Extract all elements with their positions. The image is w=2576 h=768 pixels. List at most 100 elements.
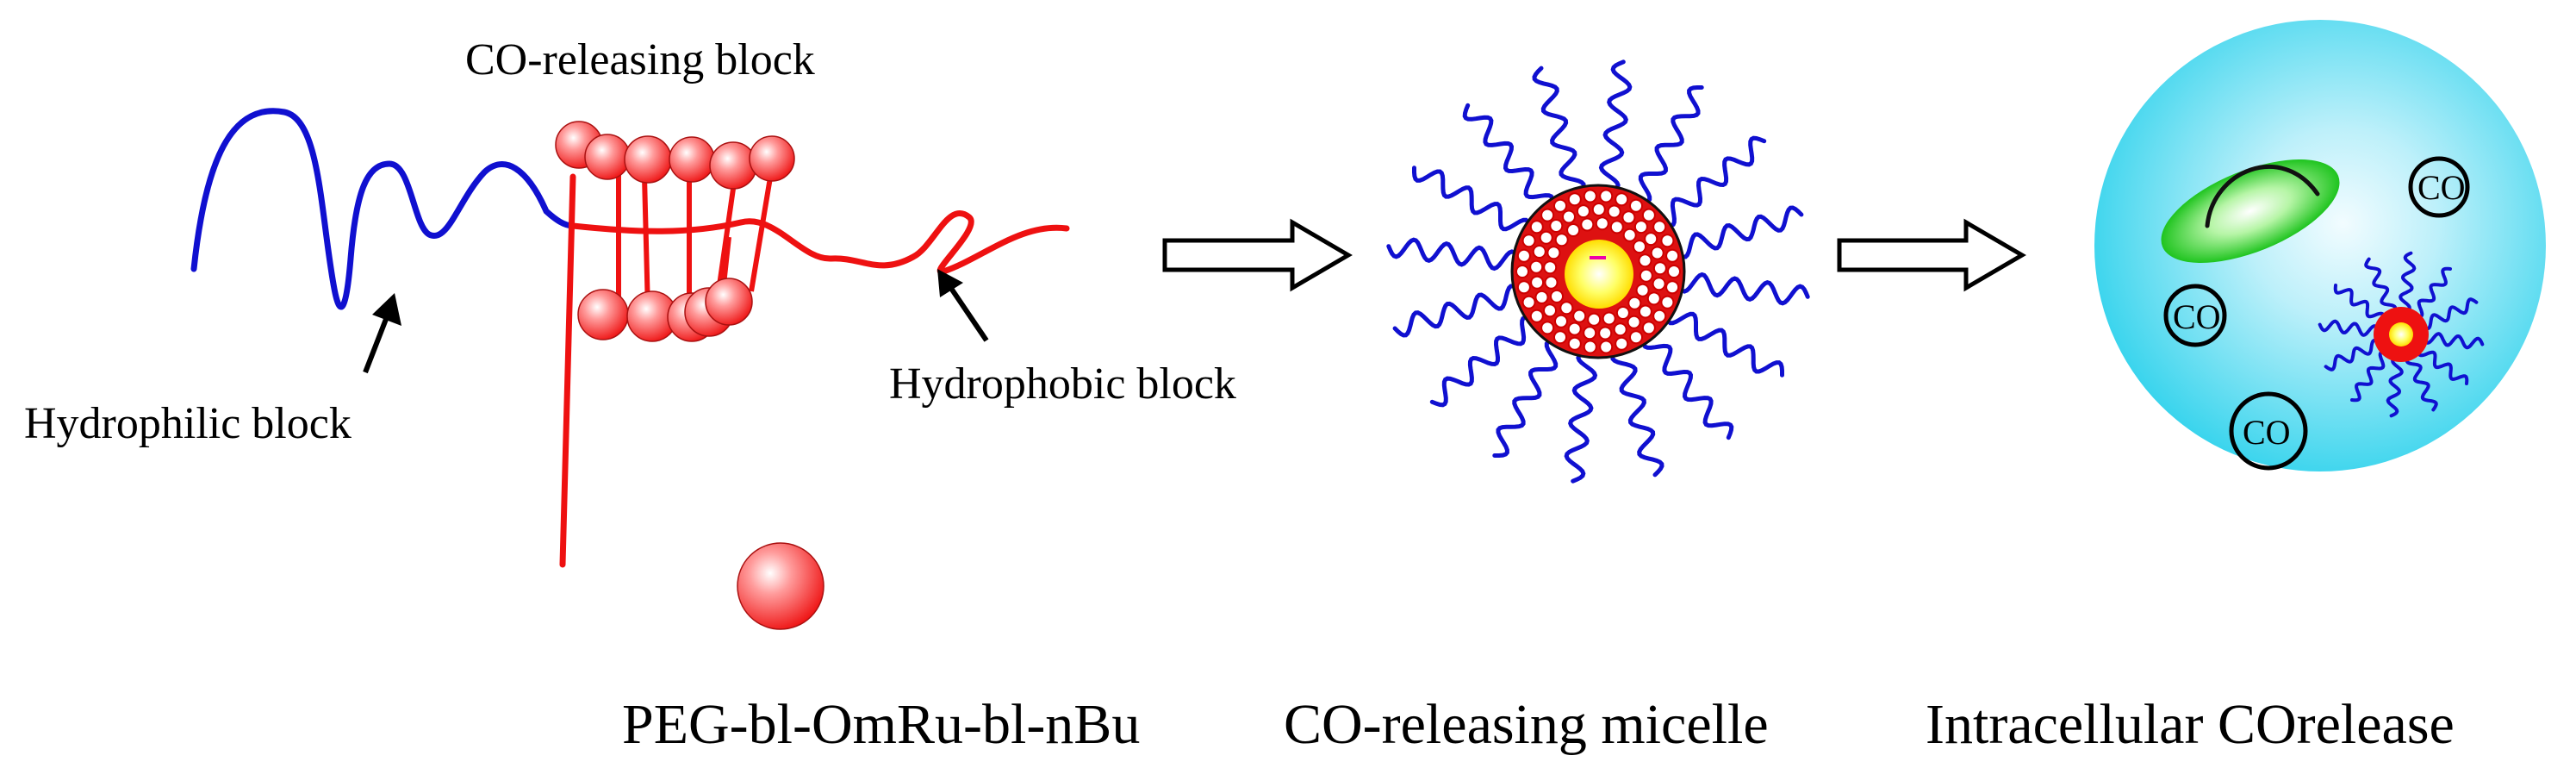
ru-bead <box>1591 203 1606 216</box>
peg-chain <box>2318 319 2381 337</box>
co-bubble-label: CO <box>2243 413 2291 452</box>
hydrophobic-block-label: Hydrophobic block <box>889 359 1236 409</box>
process-arrow-2 <box>1837 218 2026 292</box>
ru-bead <box>1665 280 1680 295</box>
ru-bead <box>1599 340 1614 354</box>
ru-bead <box>1635 283 1650 297</box>
peg-chain <box>2386 354 2404 418</box>
peg-chain <box>1532 66 1586 197</box>
ru-bead <box>1583 189 1597 203</box>
ru-bead <box>1652 220 1667 234</box>
ru-bead <box>1638 304 1652 319</box>
co-ball-legend <box>737 542 824 630</box>
mini-micelle-core <box>2389 322 2413 347</box>
ru-bead <box>1539 230 1553 245</box>
peg-chain <box>2399 251 2417 315</box>
co-bubble-label: CO <box>2417 168 2466 207</box>
ru-bead <box>1622 228 1637 242</box>
co-bubble-label: CO <box>2173 297 2221 336</box>
peg-chain <box>2417 346 2469 385</box>
peg-chain <box>2405 353 2438 412</box>
ru-bead <box>1554 314 1568 328</box>
ru-bead <box>1639 268 1653 283</box>
ru-bead <box>1583 326 1597 340</box>
hydrophilic-block-label: Hydrophilic block <box>24 399 352 448</box>
ru-bead <box>1554 233 1569 247</box>
ru-bead <box>1644 232 1658 247</box>
ru-bead <box>1529 259 1544 274</box>
micelle-caption: CO-releasing micelle <box>1284 693 1769 756</box>
ru-bead <box>1567 192 1582 207</box>
ru-bead <box>1529 220 1544 234</box>
peg-chain <box>1462 103 1555 212</box>
micelle-panel <box>1386 59 1810 484</box>
peg-chain <box>2421 332 2485 350</box>
ru-bead <box>1613 322 1627 337</box>
ru-bead <box>1550 289 1564 303</box>
ru-bead <box>1650 246 1664 260</box>
cell-caption: Intracellular COrelease <box>1926 693 2455 756</box>
peg-chain <box>1429 315 1539 408</box>
co-releasing-ligands <box>616 168 774 311</box>
ru-bead <box>1559 301 1574 315</box>
peg-chain <box>1386 237 1522 272</box>
ru-bead <box>1595 216 1609 231</box>
ru-bead <box>1529 309 1544 323</box>
ru-bead <box>1660 295 1675 309</box>
hydrophilic-chain <box>190 108 576 310</box>
ru-bead <box>1567 336 1582 351</box>
co-bubble <box>2229 391 2308 471</box>
ru-bead <box>1515 265 1529 278</box>
ru-bead <box>1638 253 1652 268</box>
organelle <box>2161 159 2340 263</box>
ru-bead <box>1562 209 1576 224</box>
ru-bead <box>1534 290 1549 304</box>
cell-panel: CO CO CO <box>2094 20 2546 471</box>
micelle-corona <box>1386 59 1810 484</box>
ru-bead <box>1530 275 1545 290</box>
hydrophilic-pointer-arrow <box>363 293 401 374</box>
ru-bead <box>1543 303 1557 318</box>
hydrophobic-pointer-arrow <box>937 269 989 342</box>
ru-bead <box>1543 260 1558 275</box>
ru-bead <box>1629 330 1643 345</box>
ru-bead <box>1633 220 1648 234</box>
ru-bead <box>1621 210 1636 225</box>
ru-bead <box>1553 330 1567 345</box>
peg-chain <box>1672 205 1804 259</box>
ru-bead <box>1602 311 1616 326</box>
organelle-arc <box>2205 165 2320 228</box>
mini-micelle-corona <box>2318 251 2485 418</box>
peg-chain <box>1412 165 1532 235</box>
ru-bead <box>1667 265 1681 278</box>
peg-chain <box>1598 59 1633 196</box>
ru-bead <box>1629 198 1643 213</box>
ru-bead <box>1646 291 1661 306</box>
ru-bead <box>1599 189 1614 203</box>
ru-bead <box>1553 198 1567 213</box>
co-releasing-block-label: CO-releasing block <box>465 35 815 84</box>
polymer-panel: CO-releasing block Hydrophilic block Hyd… <box>24 35 1236 630</box>
micelle-core <box>1565 240 1633 309</box>
ru-bead <box>1660 234 1675 248</box>
ru-bead <box>1609 220 1624 234</box>
peg-chain <box>1641 331 1734 440</box>
process-arrow-1 <box>1162 218 1353 292</box>
peg-chain <box>1634 85 1704 205</box>
ru-bead <box>1540 208 1555 222</box>
ru-bead <box>1576 204 1590 219</box>
co-ball-top <box>555 121 795 190</box>
peg-chain <box>2333 284 2386 323</box>
co-bubble <box>2163 284 2227 347</box>
ru-bead <box>1627 315 1641 329</box>
micelle-ru-beads <box>1515 189 1681 354</box>
ru-bead <box>1540 321 1555 335</box>
polymer-caption: PEG-bl-OmRu-bl-nBu <box>622 693 1140 756</box>
ru-bead <box>1583 340 1597 354</box>
peg-chain <box>2364 257 2398 316</box>
ru-bead <box>1665 248 1680 263</box>
ru-bead <box>1627 296 1642 310</box>
peg-chain <box>1392 284 1524 338</box>
peg-chain <box>2419 297 2479 331</box>
